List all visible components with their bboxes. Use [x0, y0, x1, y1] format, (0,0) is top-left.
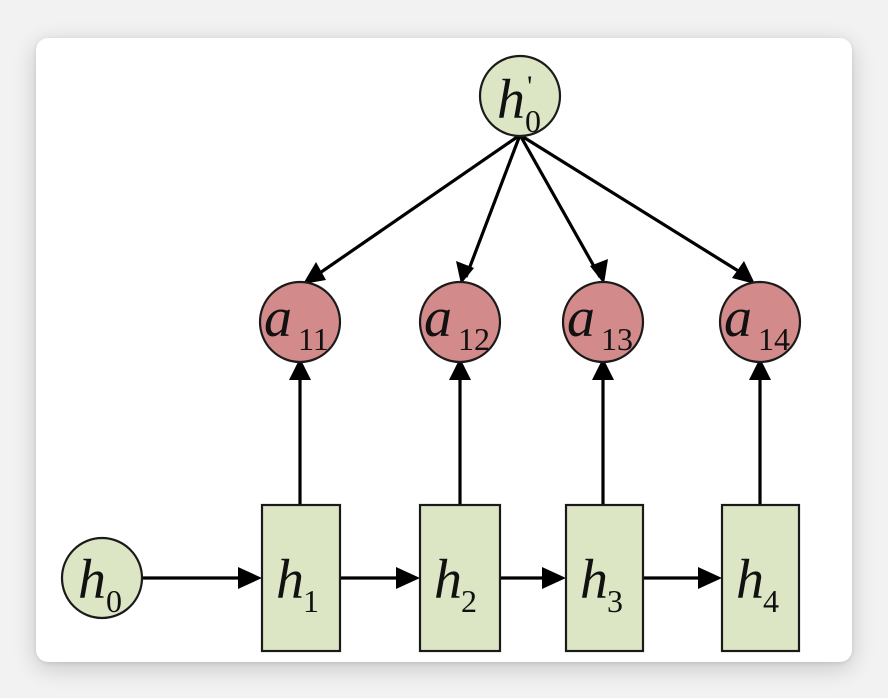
node-h0-prime-sub: 0 [525, 103, 541, 139]
box-h3-base: h [580, 549, 608, 611]
arrowhead-up-a14 [749, 358, 771, 380]
node-a12-base: a [424, 287, 452, 349]
arrowhead-a12 [456, 261, 474, 284]
box-h4: h 4 [720, 503, 801, 653]
box-h1-sub: 1 [303, 583, 319, 619]
edge-top-to-a13 [518, 134, 602, 278]
arrowhead-up-a11 [289, 358, 311, 380]
box-h2-sub: 2 [461, 583, 477, 619]
node-a11-base: a [264, 287, 292, 349]
edge-top-to-a12 [464, 134, 522, 278]
arrowhead-h3 [542, 567, 566, 589]
arrowhead-a13 [590, 259, 608, 284]
node-a13-sub: 13 [601, 321, 633, 357]
node-h0-base: h [78, 549, 106, 611]
arrowhead-h2 [396, 567, 420, 589]
node-h0-prime-base: h [497, 69, 525, 131]
box-h4-base: h [736, 549, 764, 611]
edge-top-to-a11 [313, 133, 521, 279]
node-a13-base: a [567, 287, 595, 349]
node-a11-sub: 11 [298, 321, 329, 357]
node-h0: h 0 [60, 536, 144, 620]
arrowhead-h4 [698, 567, 722, 589]
box-h2: h 2 [418, 503, 502, 653]
box-h2-base: h [434, 549, 462, 611]
node-a14-base: a [724, 287, 752, 349]
node-h0-prime: h ' 0 [478, 54, 562, 139]
box-h1: h 1 [260, 503, 342, 653]
arrowhead-a11 [303, 262, 326, 284]
node-a14-sub: 14 [758, 321, 790, 357]
node-a11: a 11 [258, 280, 342, 364]
node-a14: a 14 [718, 280, 802, 364]
arrowhead-up-a12 [449, 358, 471, 380]
box-h3-sub: 3 [607, 583, 623, 619]
box-h3: h 3 [564, 503, 645, 653]
box-h4-sub: 4 [763, 583, 779, 619]
box-h1-base: h [276, 549, 304, 611]
node-a12: a 12 [418, 280, 502, 364]
node-a13: a 13 [561, 280, 645, 364]
node-h0-prime-mark: ' [527, 70, 532, 103]
arrowhead-up-a13 [592, 358, 614, 380]
arrowhead-a14 [732, 261, 755, 284]
node-a12-sub: 12 [458, 321, 490, 357]
node-h0-sub: 0 [106, 583, 122, 619]
arrowhead-h1 [238, 567, 262, 589]
edge-top-to-a14 [519, 133, 749, 279]
